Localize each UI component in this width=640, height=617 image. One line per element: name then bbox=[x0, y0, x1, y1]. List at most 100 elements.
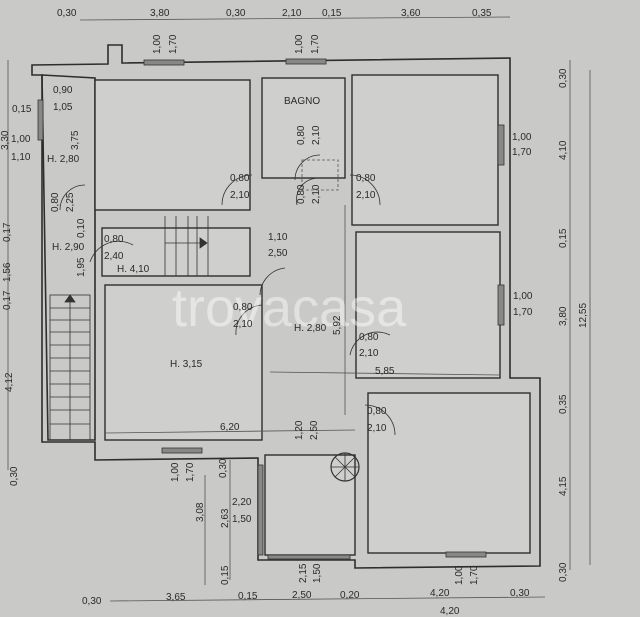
window-label: 1,70 bbox=[310, 34, 321, 54]
window-label: 1,00 bbox=[513, 291, 533, 302]
window-label: 1,00 bbox=[294, 34, 305, 54]
dim-label: 0,17 bbox=[2, 222, 13, 242]
dim-label: 4,20 bbox=[440, 606, 460, 617]
dim-label: 4,12 bbox=[4, 372, 15, 392]
door-labels: 0,80 2,10 0,80 2,10 0,80 2,10 0,80 2,10 … bbox=[104, 125, 387, 440]
dim-label: 0,15 bbox=[220, 565, 231, 585]
door-label: 2,10 bbox=[311, 125, 322, 145]
dim-label: 0,15 bbox=[558, 228, 569, 248]
bedroom-4 bbox=[367, 392, 531, 554]
door-label: 0,80 bbox=[296, 125, 307, 145]
door-label: 0,80 bbox=[359, 332, 379, 343]
dim-label: 0,17 bbox=[2, 290, 13, 310]
dim-label: 2,50 bbox=[292, 590, 312, 601]
dim-label: 0,10 bbox=[76, 218, 87, 238]
dim-label: 0,20 bbox=[340, 590, 360, 601]
door-label: 2,10 bbox=[356, 190, 376, 201]
dim-label: 4,10 bbox=[558, 140, 569, 160]
height-label-landing: H. 2,90 bbox=[52, 242, 85, 253]
dim-label: 0,30 bbox=[82, 596, 102, 607]
dim-label: 6,20 bbox=[220, 422, 240, 433]
dimension-lines bbox=[7, 16, 591, 602]
dim-label: 0,30 bbox=[218, 458, 229, 478]
dim-label: 0,30 bbox=[558, 562, 569, 582]
window-labels: 1,00 1,70 1,00 1,70 1,00 1,70 1,00 1,70 … bbox=[152, 34, 533, 585]
dim-label: 3,80 bbox=[150, 8, 170, 19]
dim-label: 2,25 bbox=[65, 192, 76, 212]
window-label: 1,00 bbox=[454, 565, 465, 585]
dim-label: 0,80 bbox=[50, 192, 61, 212]
window-label: 1,50 bbox=[232, 514, 252, 525]
dim-label: 2,10 bbox=[282, 8, 302, 19]
door-label: 2,10 bbox=[367, 423, 387, 434]
height-label-living: H. 3,15 bbox=[170, 359, 203, 370]
door-label: 0,80 bbox=[104, 234, 124, 245]
dim-label: 0,15 bbox=[12, 104, 32, 115]
dim-label: 3,65 bbox=[166, 592, 186, 603]
dim-label: 5,85 bbox=[375, 366, 395, 377]
height-label-strip: H. 2,80 bbox=[47, 154, 80, 165]
dim-label: 0,15 bbox=[238, 591, 258, 602]
window-label: 1,70 bbox=[513, 307, 533, 318]
dim-label: 5,92 bbox=[332, 315, 343, 335]
dim-label: 0,30 bbox=[57, 8, 77, 19]
door-label: 2,10 bbox=[359, 348, 379, 359]
dim-label: 3,75 bbox=[70, 130, 81, 150]
door-label: 0,80 bbox=[367, 406, 387, 417]
door-label: 2,40 bbox=[104, 251, 124, 262]
dim-label: 0,15 bbox=[322, 8, 342, 19]
dim-label: 12,55 bbox=[578, 303, 589, 328]
bedroom-3 bbox=[355, 231, 501, 379]
dim-label: 0,90 bbox=[53, 85, 73, 96]
door-label: 2,50 bbox=[309, 420, 320, 440]
dim-label: 1,56 bbox=[2, 262, 13, 282]
height-label-stair: H. 4,10 bbox=[117, 264, 150, 275]
door-label: 0,80 bbox=[356, 173, 376, 184]
dim-label: 0,30 bbox=[9, 466, 20, 486]
dim-label: 4,15 bbox=[558, 476, 569, 496]
dim-label: 0,30 bbox=[558, 68, 569, 88]
window-label: 2,15 bbox=[298, 563, 309, 583]
window-label: 1,70 bbox=[469, 565, 480, 585]
dim-label: 1,00 bbox=[11, 134, 31, 145]
dim-label: 3,30 bbox=[0, 130, 11, 150]
dim-label: 3,80 bbox=[558, 306, 569, 326]
door-label: 1,20 bbox=[294, 420, 305, 440]
window-label: 1,70 bbox=[185, 462, 196, 482]
room-label-bathroom: BAGNO bbox=[284, 96, 320, 107]
dim-label: 0,35 bbox=[472, 8, 492, 19]
doors bbox=[59, 154, 396, 436]
dim-label: 0,35 bbox=[558, 394, 569, 414]
dim-label: 2,63 bbox=[220, 508, 231, 528]
windows bbox=[37, 58, 505, 560]
stairs bbox=[49, 216, 360, 482]
inner-dimensions: 5,92 5,85 6,20 0,30 3,08 2,63 0,15 bbox=[195, 315, 395, 585]
door-label: 0,80 bbox=[296, 184, 307, 204]
door-label: 2,50 bbox=[268, 248, 288, 259]
door-label: 2,10 bbox=[311, 184, 322, 204]
height-label-hall: H. 2,80 bbox=[294, 323, 327, 334]
window-label: 1,00 bbox=[512, 132, 532, 143]
living-room bbox=[104, 284, 263, 441]
outer-walls bbox=[31, 44, 541, 569]
dim-label: 3,08 bbox=[195, 502, 206, 522]
right-dimensions: 0,30 4,10 0,15 3,80 0,35 4,15 0,30 12,55 bbox=[558, 68, 589, 582]
bedroom-2 bbox=[351, 74, 499, 226]
window-label: 1,00 bbox=[152, 34, 163, 54]
dim-label: 1,05 bbox=[53, 102, 73, 113]
bottom-dimensions: 0,30 3,65 0,15 2,50 0,20 4,20 0,30 4,20 bbox=[82, 588, 530, 617]
door-label: 2,10 bbox=[230, 190, 250, 201]
left-dimensions: 3,30 0,15 1,00 1,10 0,90 1,05 3,75 0,80 … bbox=[0, 85, 87, 486]
dim-label: 1,95 bbox=[76, 257, 87, 277]
door-label: 1,10 bbox=[268, 232, 288, 243]
window-label: 1,70 bbox=[512, 147, 532, 158]
bedroom-1 bbox=[94, 79, 251, 211]
rooms bbox=[94, 74, 531, 556]
dim-label: 4,20 bbox=[430, 588, 450, 599]
dim-label: 3,60 bbox=[401, 8, 421, 19]
door-label: 0,80 bbox=[233, 302, 253, 313]
door-label: 2,10 bbox=[233, 319, 253, 330]
door-label: 0,80 bbox=[230, 173, 250, 184]
window-label: 1,50 bbox=[312, 563, 323, 583]
